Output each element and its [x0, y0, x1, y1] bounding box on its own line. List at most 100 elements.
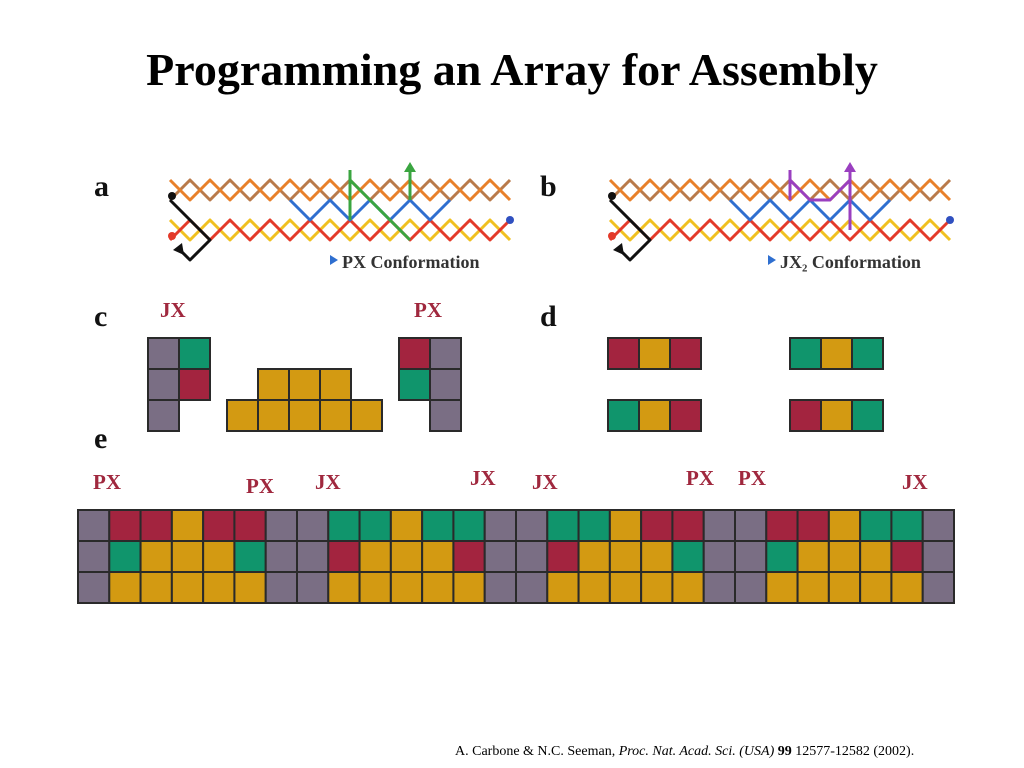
- px-conformation-diagram: PX Conformation: [168, 162, 514, 272]
- array-cell: [139, 540, 173, 573]
- array-cell: [640, 509, 674, 542]
- array-cell: [421, 540, 455, 573]
- array-cell: [608, 571, 643, 604]
- array-cell: [327, 509, 361, 542]
- array-cell: [859, 571, 893, 604]
- page-title: Programming an Array for Assembly: [146, 44, 878, 95]
- array-cell: [734, 540, 768, 573]
- array-cell: [734, 571, 768, 604]
- array-cell: [327, 571, 361, 604]
- array-cell: [421, 509, 455, 542]
- array-cell: [108, 540, 142, 573]
- array-cell: [483, 540, 518, 573]
- array-cell: [640, 540, 674, 573]
- array-cell: [796, 540, 830, 573]
- tile-cell: [851, 399, 884, 432]
- panel-e-label: JX: [532, 470, 558, 494]
- array-cell: [202, 571, 236, 604]
- array-cell: [233, 540, 267, 573]
- array-cell: [108, 571, 142, 604]
- jx2-conformation-label: JX₂ Conformation: [780, 252, 921, 272]
- citation-pages: 12577-12582 (2002).: [795, 744, 915, 759]
- array-cell: [671, 571, 705, 604]
- array-cell: [139, 571, 173, 604]
- tile-cell: [178, 337, 211, 370]
- tile-cell: [669, 399, 702, 432]
- array-cell: [546, 509, 580, 542]
- array-cell: [170, 540, 205, 573]
- tile-cell: [820, 399, 853, 432]
- tile-cell: [319, 399, 352, 432]
- array-cell: [702, 571, 737, 604]
- tile-cell: [820, 337, 853, 370]
- array-cell: [389, 540, 424, 573]
- array-cell: [671, 509, 705, 542]
- panel-c-tiles: [147, 337, 462, 432]
- array-cell: [827, 571, 862, 604]
- px-conformation-label: PX Conformation: [342, 252, 480, 272]
- panel-d-letter: d: [540, 300, 557, 333]
- tile-cell: [429, 337, 462, 370]
- array-cell: [702, 509, 737, 542]
- panel-d-tiles: [607, 337, 884, 432]
- array-cell: [734, 509, 768, 542]
- array-cell: [890, 540, 924, 573]
- array-cell: [577, 571, 611, 604]
- array-cell: [358, 540, 392, 573]
- array-cell: [765, 540, 799, 573]
- array-cell: [452, 509, 486, 542]
- array-cell: [77, 571, 111, 604]
- panel-e-letter: e: [94, 422, 108, 455]
- array-cell: [202, 509, 236, 542]
- array-cell: [264, 509, 298, 542]
- array-cell: [296, 540, 330, 573]
- array-cell: [108, 509, 142, 542]
- tile-cell: [607, 337, 640, 370]
- array-cell: [77, 509, 111, 542]
- array-cell: [233, 571, 267, 604]
- tile-cell: [789, 337, 822, 370]
- tile-cell: [288, 399, 321, 432]
- citation-volume: 99: [777, 744, 792, 759]
- citation-journal: Proc. Nat. Acad. Sci. (USA): [618, 744, 775, 759]
- panel-e-label: JX: [470, 466, 496, 490]
- panel-e-label: PX: [246, 474, 274, 498]
- array-cell: [577, 509, 611, 542]
- array-cell: [327, 540, 361, 573]
- array-cell: [890, 509, 924, 542]
- array-cell: [296, 571, 330, 604]
- array-cell: [608, 540, 643, 573]
- array-cell: [546, 571, 580, 604]
- citation-authors: A. Carbone & N.C. Seeman,: [455, 744, 616, 759]
- array-cell: [77, 540, 111, 573]
- array-cell: [577, 540, 611, 573]
- array-cell: [483, 571, 518, 604]
- panel-e-label: JX: [315, 470, 341, 494]
- tile-cell: [429, 368, 462, 401]
- tile-cell: [226, 399, 259, 432]
- array-cell: [389, 571, 424, 604]
- array-cell: [264, 571, 298, 604]
- tile-cell: [288, 368, 321, 401]
- array-cell: [515, 571, 549, 604]
- panel-c-jx-label: JX: [160, 298, 186, 322]
- array-cell: [859, 509, 893, 542]
- tile-cell: [147, 337, 180, 370]
- array-cell: [890, 571, 924, 604]
- array-cell: [358, 571, 392, 604]
- array-cell: [264, 540, 298, 573]
- array-cell: [421, 571, 455, 604]
- tile-cell: [638, 399, 671, 432]
- array-cell: [452, 571, 486, 604]
- array-cell: [608, 509, 643, 542]
- array-cell: [765, 509, 799, 542]
- array-cell: [827, 540, 862, 573]
- array-cell: [170, 509, 205, 542]
- tile-cell: [147, 368, 180, 401]
- tile-cell: [607, 399, 640, 432]
- array-cell: [827, 509, 862, 542]
- array-cell: [702, 540, 737, 573]
- array-cell: [233, 509, 267, 542]
- array-cell: [202, 540, 236, 573]
- tile-cell: [429, 399, 462, 432]
